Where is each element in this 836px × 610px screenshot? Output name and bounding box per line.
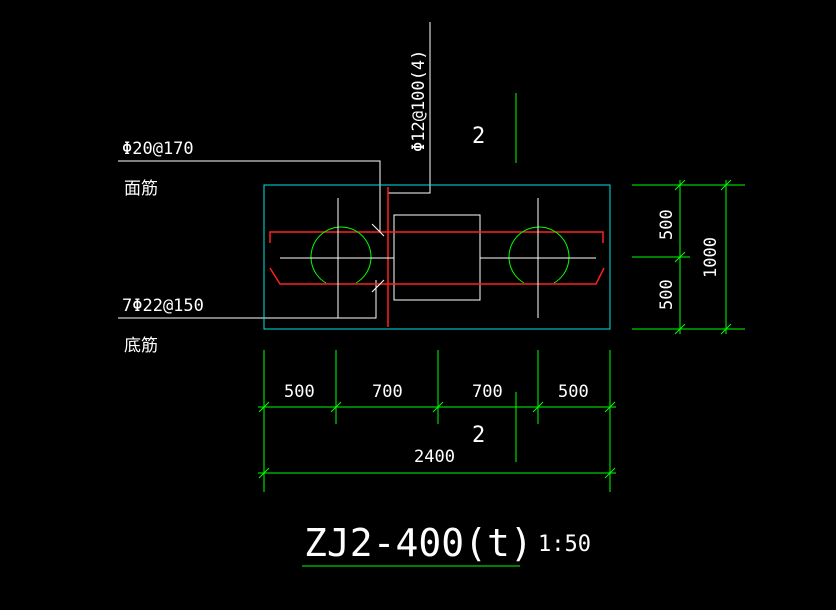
vdim-500-top: 500 (657, 209, 677, 240)
drawing-title: ZJ2-400(t) (304, 521, 533, 565)
vdim-500-bottom: 500 (657, 279, 677, 310)
pile-left-arc (310, 226, 372, 284)
hdim-700-left: 700 (372, 382, 403, 402)
stirrup-tick-top (371, 223, 385, 237)
top-rebar (269, 231, 604, 243)
stirrup-tick-bottom (371, 279, 385, 293)
section-mark-bottom: 2 (472, 423, 485, 448)
bottom-rebar (269, 267, 605, 285)
bottom-rebar-leader (118, 280, 377, 319)
column-outline (393, 214, 481, 301)
stirrup-label: Φ12@100(4) (409, 50, 429, 152)
hdim-ticks (258, 401, 616, 479)
hdim-700-right: 700 (472, 382, 503, 402)
hdim-500-left: 500 (284, 382, 315, 402)
top-rebar-leader (118, 160, 381, 232)
pile-cap-outline (263, 184, 611, 330)
hdim-total: 2400 (414, 447, 455, 467)
top-rebar-name: 面筋 (124, 179, 158, 199)
section-mark-top: 2 (472, 124, 485, 149)
drawing-scale: 1:50 (538, 532, 591, 557)
top-rebar-label: Φ20@170 (122, 139, 194, 159)
bottom-rebar-name: 底筋 (124, 336, 158, 356)
vdim-total: 1000 (701, 237, 721, 278)
pile-right-arc (508, 226, 570, 284)
bottom-rebar-label: 7Φ22@150 (122, 296, 204, 316)
vdim-ticks (674, 179, 732, 335)
hdim-500-right: 500 (558, 382, 589, 402)
